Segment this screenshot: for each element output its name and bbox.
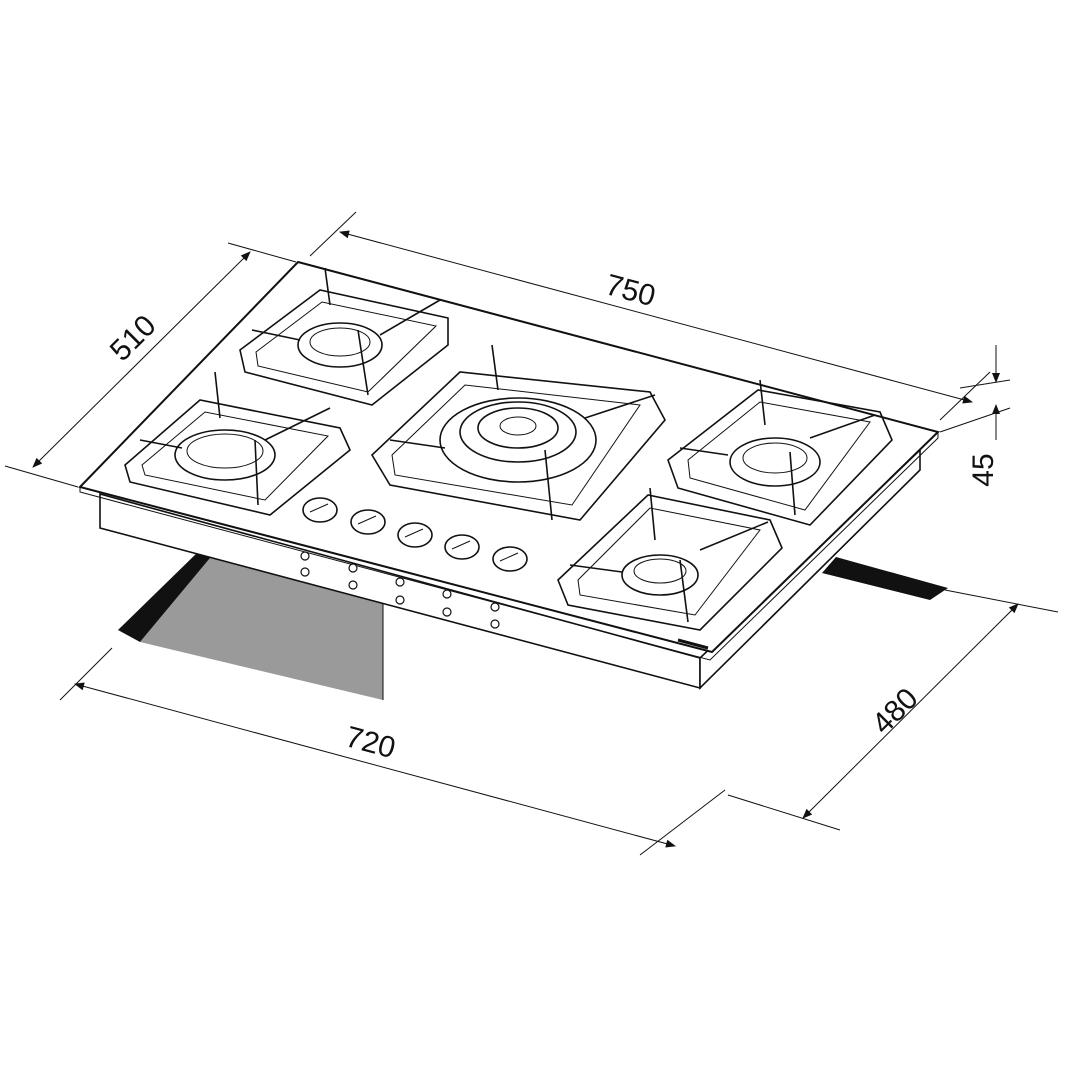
cutout-edge-right: [822, 557, 948, 600]
dimension-720: 720: [59, 647, 726, 856]
dim-label-480: 480: [866, 682, 925, 741]
cutout-edge-left: [118, 550, 215, 642]
cutout-shadow: [140, 552, 383, 700]
knob[interactable]: [492, 546, 528, 572]
dimension-45: 45: [939, 345, 1011, 487]
front-indicators: [300, 551, 500, 629]
control-knobs: [302, 497, 528, 572]
brand-logo: [677, 638, 709, 650]
dim-label-45: 45: [967, 453, 1000, 486]
dim-label-750: 750: [602, 268, 659, 313]
dim-label-510: 510: [104, 309, 163, 368]
knob[interactable]: [444, 534, 480, 560]
burner-front-right: [557, 487, 783, 631]
cutout: [118, 550, 948, 700]
knob[interactable]: [350, 509, 386, 535]
knob[interactable]: [302, 497, 338, 523]
knob[interactable]: [397, 522, 433, 548]
dimension-480: 480: [727, 589, 1059, 831]
